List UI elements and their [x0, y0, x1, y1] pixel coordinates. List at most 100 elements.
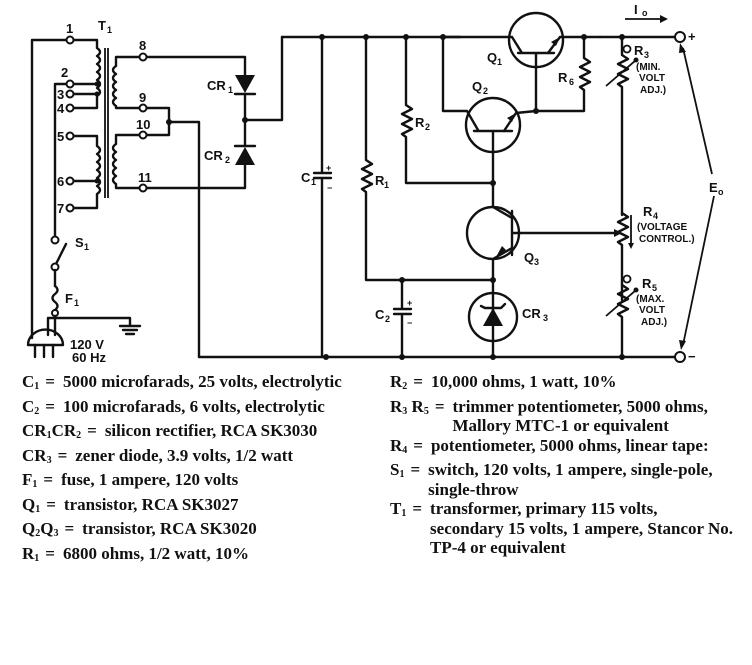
parts-list-right: R2 = 10,000 ohms, 1 watt, 10% R3 R5 = tr…: [390, 372, 735, 558]
tap-1: [65, 35, 75, 45]
svg-text:1: 1: [74, 298, 79, 308]
part-r2: R2 = 10,000 ohms, 1 watt, 10%: [390, 372, 617, 392]
svg-text:(MIN.: (MIN.: [636, 62, 661, 73]
svg-text:5: 5: [652, 283, 657, 293]
svg-text:4: 4: [653, 211, 658, 221]
s1-label: S: [75, 235, 84, 250]
tap-9: [138, 103, 148, 113]
part-c2: C2 = 100 microfarads, 6 volts, electroly…: [22, 396, 325, 417]
svg-text:2: 2: [425, 122, 430, 132]
svg-text:3: 3: [534, 257, 539, 267]
tap-5: [65, 131, 75, 141]
negative-terminal: [674, 351, 686, 363]
resistor-r6: R 6: [534, 35, 592, 113]
regulator-section: C 1 + − R 1 C 2 + − R 2: [197, 2, 724, 364]
part-cr3: CR3 = zener diode, 3.9 volts, 1/2 watt: [22, 445, 294, 466]
parts-list-left: C1 = 5000 microfarads, 25 volts, electro…: [22, 372, 377, 568]
r6-label: R: [558, 70, 568, 85]
rectifier-section: 8 9 10 11 CR 1 CR 2: [136, 35, 284, 359]
part-r3-r5: R3 R5 = trimmer potentiometer, 5000 ohms…: [390, 396, 708, 436]
svg-text:2: 2: [483, 86, 488, 96]
part-s1: S1 = switch, 120 volts, 1 ampere, single…: [390, 460, 713, 499]
tap-2: [65, 79, 75, 89]
part-c1: C1 = 5000 microfarads, 25 volts, electro…: [22, 372, 342, 392]
transistor-q3: Q 3: [465, 181, 616, 359]
c1-label: C: [301, 170, 311, 185]
trimmer-r3: R 3 (MIN. VOLT ADJ.): [605, 35, 666, 217]
svg-text:+: +: [688, 29, 696, 44]
ground-icon: [118, 324, 142, 336]
resistor-r1: R 1: [360, 35, 495, 282]
cr1-label: CR: [207, 78, 226, 93]
tap-label-5: 5: [57, 129, 64, 144]
r2-label: R: [415, 115, 425, 130]
switch-s1: [50, 235, 60, 245]
tap-label-6: 6: [57, 174, 64, 189]
svg-text:1: 1: [384, 180, 389, 190]
tap-label-9: 9: [139, 90, 146, 105]
part-q1: Q1 = transistor, RCA SK3027: [22, 494, 239, 515]
tap-label-4: 4: [57, 101, 65, 116]
transformer-t1: T 1: [72, 18, 144, 210]
tap-label-2: 2: [61, 65, 68, 80]
diode-cr2: [233, 144, 257, 165]
io-label: I: [634, 2, 638, 17]
q3-label: Q: [524, 250, 534, 265]
c2-label: C: [375, 307, 385, 322]
part-cr1-cr2: CR1CR2 = silicon rectifier, RCA SK3030: [22, 421, 318, 441]
output-terminals: + − I o E o: [625, 2, 724, 364]
svg-text:VOLT: VOLT: [639, 305, 665, 316]
tap-label-8: 8: [139, 38, 146, 53]
capacitor-c1: C 1 + −: [301, 35, 332, 359]
svg-text:6: 6: [569, 77, 574, 87]
cr2-label: CR: [204, 148, 223, 163]
svg-text:ADJ.): ADJ.): [641, 317, 667, 328]
r4-label: R: [643, 204, 653, 219]
svg-text:1: 1: [311, 177, 316, 187]
plug-icon: [26, 328, 65, 347]
mains-voltage-label: 120 V: [70, 337, 104, 352]
potentiometer-r4: R 4 (VOLTAGE CONTROL.): [614, 204, 695, 302]
transistor-q2: Q 2: [441, 35, 538, 185]
svg-text:−: −: [407, 318, 412, 328]
f1-label: F: [65, 291, 73, 306]
svg-text:2: 2: [385, 314, 390, 324]
tap-8: [138, 52, 148, 62]
tap-4: [65, 103, 75, 113]
r5-label: R: [642, 276, 652, 291]
tap-7: [65, 203, 75, 213]
tap-label-7: 7: [57, 201, 64, 216]
svg-text:1: 1: [84, 242, 89, 252]
r1-label: R: [375, 173, 385, 188]
svg-text:o: o: [642, 8, 648, 18]
part-f1: F1 = fuse, 1 ampere, 120 volts: [22, 470, 239, 490]
tap-10: [138, 130, 148, 140]
r3-label: R: [634, 43, 644, 58]
switch-fuse-plug: S 1 F 1 120 V 60 Hz: [26, 235, 142, 365]
t1-label: T: [98, 18, 106, 33]
capacitor-c2: C 2 + −: [375, 278, 412, 359]
zener-diode-cr3: CR 3: [467, 291, 548, 343]
svg-text:+: +: [407, 298, 412, 308]
tap-label-10: 10: [136, 117, 150, 132]
svg-text:ADJ.): ADJ.): [640, 85, 666, 96]
mains-frequency-label: 60 Hz: [72, 350, 106, 365]
part-t1: T1 = transformer, primary 115 volts, sec…: [390, 499, 734, 557]
tap-label-11: 11: [138, 170, 152, 185]
tap-11: [138, 183, 148, 193]
resistor-r2: R 2: [400, 35, 495, 185]
svg-text:2: 2: [225, 155, 230, 165]
svg-text:o: o: [718, 187, 724, 197]
q2-label: Q: [472, 79, 482, 94]
svg-text:3: 3: [644, 50, 649, 60]
trimmer-r5: R 5 (MAX. VOLT ADJ.): [605, 274, 667, 359]
svg-text:−: −: [688, 349, 696, 364]
circuit-schematic: 1 2 3 4 5 6 7 T 1 8 9 10 11: [26, 2, 724, 365]
eo-label: E: [709, 180, 718, 195]
mains-input: 1 2 3 4 5 6 7: [30, 21, 75, 332]
part-q2-q3: Q2Q3 = transistor, RCA SK3020: [22, 519, 257, 539]
svg-text:1: 1: [497, 57, 502, 67]
svg-text:(MAX.: (MAX.: [636, 294, 665, 305]
cr3-label: CR: [522, 306, 541, 321]
svg-text:+: +: [326, 163, 331, 173]
